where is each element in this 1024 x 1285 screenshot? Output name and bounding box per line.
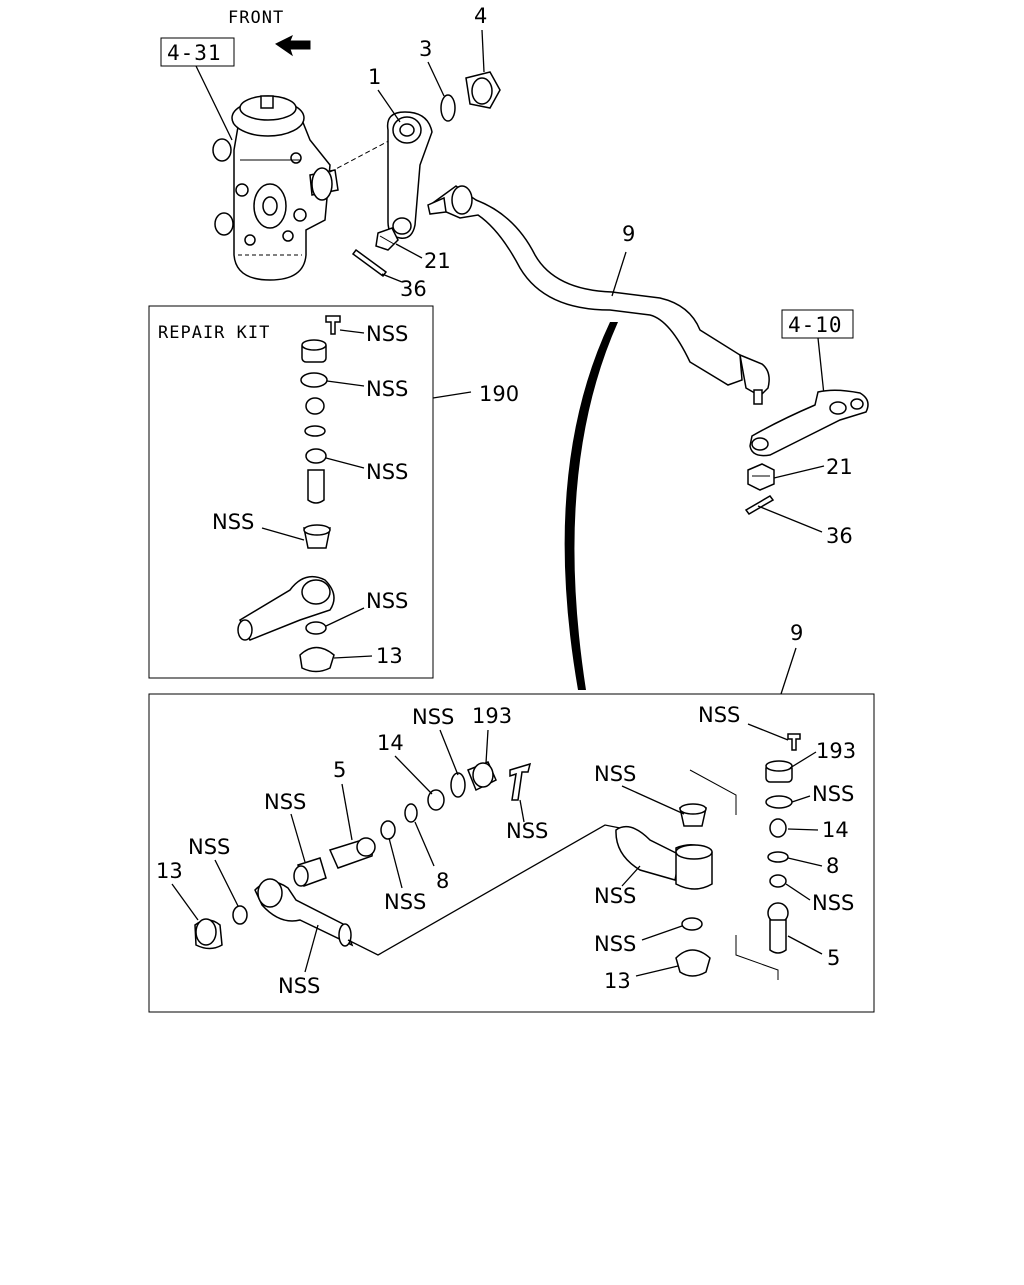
exp-callout-14-a: 14 <box>377 731 404 755</box>
ref-gearbox: 4-31 <box>167 41 222 65</box>
exp-callout-nss-f: NSS <box>278 974 320 998</box>
flange-nut <box>465 71 501 109</box>
exp-callout-nss-j: NSS <box>698 703 740 727</box>
detail-leader-arc <box>564 322 618 690</box>
callout-3: 3 <box>419 37 432 61</box>
exp-callout-nss-e: NSS <box>384 890 426 914</box>
tie-rod <box>427 185 770 405</box>
callout-4: 4 <box>474 4 487 28</box>
exp-callout-193-b: 193 <box>816 739 856 763</box>
exp-callout-5-a: 5 <box>333 758 346 782</box>
kit-stack <box>237 315 341 673</box>
kit-callout-seat: NSS <box>366 460 408 484</box>
callout-1: 1 <box>368 65 381 89</box>
castle-nut-right <box>747 463 775 491</box>
lock-washer <box>440 94 456 122</box>
kit-callout-cup: NSS <box>212 510 254 534</box>
front-label: FRONT <box>228 8 284 28</box>
callout-21-left: 21 <box>424 249 451 273</box>
pitman-arm <box>386 111 433 239</box>
kit-callout-seal: NSS <box>366 589 408 613</box>
callout-190: 190 <box>479 382 519 406</box>
exp-callout-nss-g: NSS <box>594 762 636 786</box>
kit-callout-boot: 13 <box>376 644 403 668</box>
kit-callout-plug: NSS <box>366 322 408 346</box>
knuckle-arm <box>749 389 869 457</box>
callout-36-left: 36 <box>400 277 427 301</box>
callout-9: 9 <box>622 222 635 246</box>
cotter-pin-right <box>744 495 775 515</box>
repair-kit-title: REPAIR KIT <box>158 323 270 343</box>
callout-9-lower: 9 <box>790 621 803 645</box>
front-arrow-icon <box>275 34 311 57</box>
exploded-right-assembly <box>615 733 801 977</box>
kit-callout-oring: NSS <box>366 377 408 401</box>
exp-callout-nss-d: NSS <box>506 819 548 843</box>
exp-callout-nss-h: NSS <box>594 884 636 908</box>
callout-21-right: 21 <box>826 455 853 479</box>
repair-kit-panel <box>148 305 434 679</box>
exp-callout-193-a: 193 <box>472 704 512 728</box>
exp-callout-14-b: 14 <box>822 818 849 842</box>
ref-box-gearbox <box>160 37 235 67</box>
exp-callout-13-b: 13 <box>604 969 631 993</box>
exp-callout-nss-l: NSS <box>812 891 854 915</box>
exp-callout-8-a: 8 <box>436 869 449 893</box>
exp-callout-nss-c: NSS <box>188 835 230 859</box>
exp-callout-8-b: 8 <box>826 854 839 878</box>
exp-callout-nss-a: NSS <box>412 705 454 729</box>
exp-callout-nss-b: NSS <box>264 790 306 814</box>
exp-callout-13-a: 13 <box>156 859 183 883</box>
exp-callout-nss-k: NSS <box>812 782 854 806</box>
exploded-view-panel <box>148 693 875 1013</box>
exp-callout-5-b: 5 <box>827 946 840 970</box>
ref-box-arm <box>781 309 854 339</box>
castle-nut-left <box>375 227 399 251</box>
exp-callout-nss-i: NSS <box>594 932 636 956</box>
callout-36-right: 36 <box>826 524 853 548</box>
exploded-left-assembly <box>194 761 532 950</box>
steering-gearbox <box>212 95 339 281</box>
ref-arm: 4-10 <box>788 313 843 337</box>
cotter-pin-left <box>351 248 388 278</box>
